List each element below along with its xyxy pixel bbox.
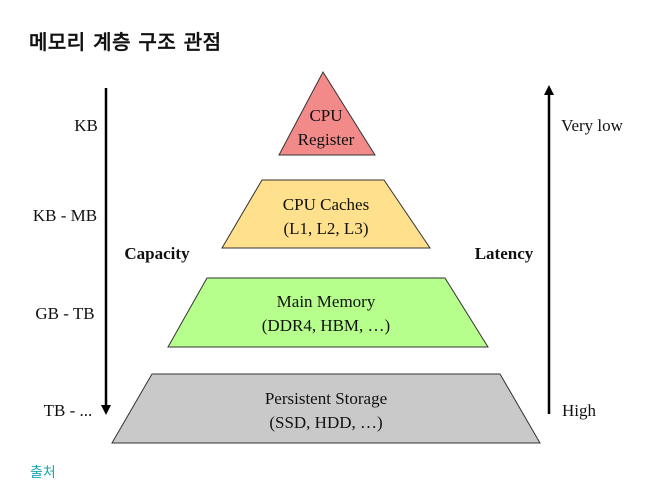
level-memory-shape [167, 277, 489, 348]
level-register-line1: CPU [309, 106, 342, 125]
level-register-line2: Register [298, 130, 355, 149]
latency-top-label: Very low [561, 116, 624, 135]
level-memory-line2: (DDR4, HBM, …) [262, 316, 390, 335]
level-storage-shape [111, 373, 541, 444]
capacity-tick-tb: TB - ... [44, 401, 93, 420]
page-title: 메모리 계층 구조 관점 [29, 30, 222, 54]
capacity-tick-kb: KB [74, 116, 98, 135]
capacity-label: Capacity [124, 244, 190, 263]
capacity-tick-gb-tb: GB - TB [35, 304, 94, 323]
level-register-shape [278, 71, 376, 156]
level-memory-line1: Main Memory [277, 292, 376, 311]
level-storage-line2: (SSD, HDD, …) [269, 413, 382, 432]
capacity-tick-kb-mb: KB - MB [33, 206, 97, 225]
level-cache-line2: (L1, L2, L3) [284, 219, 369, 238]
latency-bottom-label: High [562, 401, 597, 420]
source-link[interactable]: 출처 [30, 465, 56, 481]
latency-label: Latency [475, 244, 534, 263]
level-storage-line1: Persistent Storage [265, 389, 387, 408]
level-cache-line1: CPU Caches [283, 195, 369, 214]
level-cache-shape [221, 179, 431, 249]
